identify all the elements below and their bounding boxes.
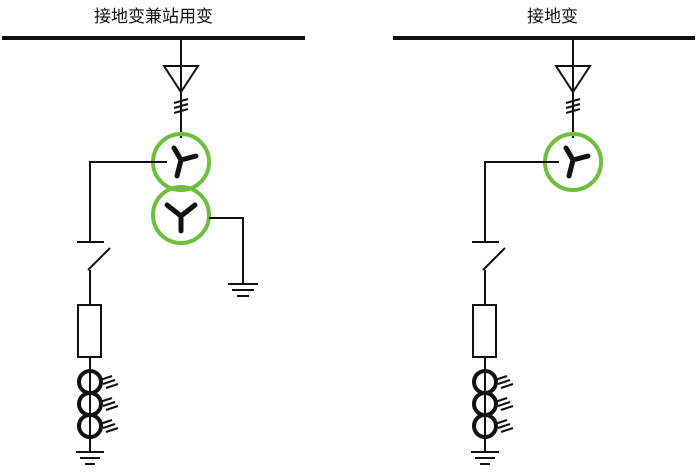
cable-mark-icon: [173, 98, 189, 114]
left-diagram: [2, 36, 305, 465]
right-diagram-title: 接地变: [527, 7, 578, 27]
right-diagram: [393, 36, 695, 465]
zigzag-winding-icon: [171, 145, 199, 179]
ground-icon: [228, 283, 258, 297]
left-diagram-title: 接地变兼站用变: [94, 7, 213, 27]
wye-winding-icon: [164, 202, 198, 234]
fuse-icon: [472, 304, 497, 358]
left-secondary-line: [209, 217, 244, 283]
switch-icon: [77, 241, 111, 305]
left-branch-line: [89, 161, 167, 242]
ground-icon: [76, 451, 104, 465]
arrester-icon: [162, 65, 200, 94]
right-branch-line: [484, 161, 559, 242]
current-transformer-icon: [472, 369, 514, 452]
wye-winding-highlight: [151, 185, 211, 245]
zigzag-winding-icon: [563, 145, 591, 179]
current-transformer-icon: [77, 369, 119, 452]
fuse-icon: [77, 304, 102, 358]
arrester-icon: [554, 65, 592, 94]
cable-mark-icon: [565, 98, 581, 114]
switch-icon: [472, 241, 506, 305]
ground-icon: [471, 451, 499, 465]
